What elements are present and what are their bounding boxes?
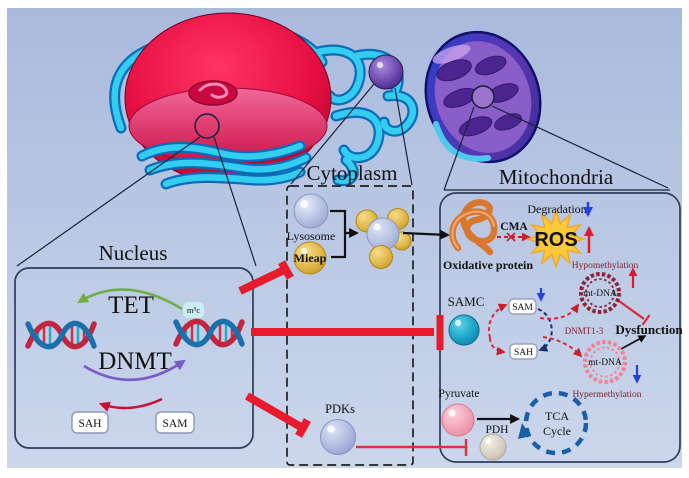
mtdna-lower-label: mt-DNA [588, 358, 622, 368]
oxidative-protein-label: Oxidative protein [443, 258, 533, 272]
nucleus-inhibit-lines [238, 260, 444, 438]
connector-line [394, 87, 413, 186]
pdh-inhibit-line [356, 439, 468, 456]
nucleus-box [14, 267, 254, 449]
mitochondria-title: Mitochondria [499, 165, 614, 189]
degradation-label: Degradation [527, 202, 586, 216]
dnmt-arrow [83, 359, 186, 382]
pdks-sphere [320, 419, 356, 455]
connector-line [290, 83, 375, 185]
mitochondrion-illustration [424, 30, 542, 164]
blocked-x-icon [506, 232, 516, 242]
pyruvate-sphere [441, 403, 475, 437]
pyruvate-highlight [448, 409, 456, 417]
golgi-stack [136, 140, 312, 190]
tet-label: TET [108, 292, 154, 319]
purple-vesicle [368, 54, 404, 90]
connector-line [213, 136, 257, 267]
samc-label: SAMC [448, 294, 485, 309]
cytoplasm-title: Cytoplasm [306, 161, 397, 185]
sah-chip-label: SAH [78, 418, 101, 430]
cma-blocked-arrow [497, 232, 531, 242]
lysosome-label: Lysosome [287, 229, 336, 243]
dysfunction-inhibit-line [618, 300, 651, 326]
sam-chip-mito-label: SAM [512, 303, 533, 313]
inhibit-bar-mieap [278, 260, 294, 280]
zoom-circle-nucleus [194, 113, 220, 139]
nucleus-inhibit-line-3 [245, 392, 311, 438]
sam-chip-mito [508, 298, 537, 315]
nucleus-inhibit-line-2 [251, 315, 444, 350]
mito-cyan-rim [433, 121, 491, 162]
mtdna-lower-icon [583, 340, 627, 384]
dnmt13-label: DNMT1-3 [565, 326, 604, 336]
sam-chip [155, 411, 195, 434]
tca-cycle-arrowhead [518, 423, 531, 439]
cma-label: CMA [500, 221, 528, 233]
ros-label: ROS [534, 229, 577, 251]
tca-label-line1: TCA [545, 409, 569, 423]
mieap-label: Mieap [294, 251, 327, 265]
dna-unmethylated-icon [25, 320, 97, 350]
sah-chip [71, 411, 109, 434]
samc-highlight [454, 319, 462, 327]
cristae [436, 55, 522, 137]
m5c-badge [183, 302, 204, 318]
dysfunction-arrow [620, 335, 647, 350]
pyruvate-label: Pyruvate [439, 388, 480, 400]
zoom-circle-mitochondrion [471, 85, 495, 109]
connector-line [491, 105, 669, 189]
pdks-highlight [327, 425, 335, 433]
nucleus-inhibit-line-1 [238, 260, 294, 295]
mtdna-upper-icon [579, 272, 621, 314]
tet-arrow [77, 288, 183, 311]
hypermethylation-label: Hypermethylation [572, 390, 641, 400]
dysfunction-label: Dysfunction [615, 322, 683, 337]
ros-starburst [525, 208, 587, 270]
mieap-highlight [300, 247, 308, 255]
oxidative-protein-icon [449, 199, 498, 256]
m5c-label: m⁵c [187, 305, 201, 315]
mtdna-red-dashed-arrow-lower [542, 336, 583, 358]
lysosome-highlight [300, 200, 308, 208]
connector-line [16, 136, 201, 267]
mtdna-upper-label: mt-DNA [583, 289, 617, 299]
dna-methylated-icon [173, 318, 245, 348]
lysosome-sphere [293, 193, 329, 229]
pdh-sphere [479, 433, 507, 461]
pdks-label: PDKs [325, 402, 355, 416]
samc-sphere [448, 314, 480, 346]
methylation-cycle-red-arc-bottom [489, 337, 506, 356]
sah-chip-mito-label: SAH [514, 348, 533, 358]
cytoplasm-box [286, 185, 414, 466]
nucleus-title: Nucleus [99, 241, 168, 265]
methylation-cycle-red-arc-top [488, 303, 508, 339]
autolysosome-cluster [355, 208, 412, 269]
tca-label-line2: Cycle [543, 424, 571, 438]
connector-line [443, 106, 475, 191]
hypomethylation-label: Hypomethylation [572, 261, 639, 271]
connector-lines [16, 83, 670, 267]
pdh-highlight [485, 438, 491, 444]
sam-chip-label: SAM [163, 418, 188, 430]
inhibit-bar-pdks [295, 418, 311, 438]
pdh-label: PDH [485, 424, 508, 436]
dnmt-label: DNMT [98, 348, 172, 375]
dysfunction-inhibit-bar [641, 314, 651, 326]
sah-chip-mito [509, 343, 538, 360]
vesicle-highlight [376, 61, 384, 69]
cluster-to-mito-arrow [402, 229, 450, 240]
sam-to-sah-arrow [98, 397, 163, 412]
tca-cycle-circle [523, 390, 589, 456]
